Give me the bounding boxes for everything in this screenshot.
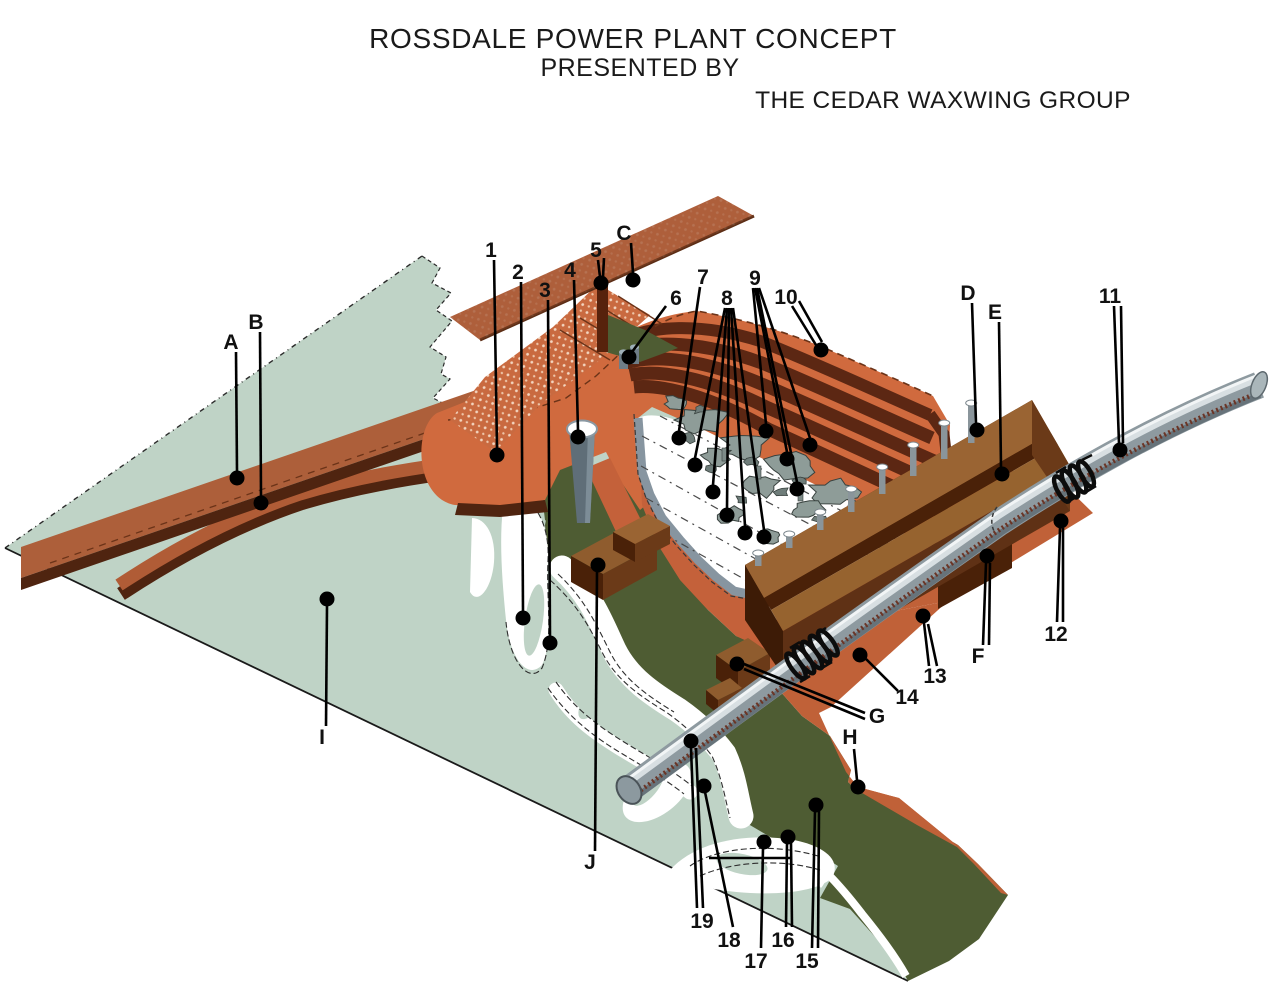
svg-text:A: A [223, 331, 238, 354]
svg-text:16: 16 [771, 929, 794, 952]
svg-text:17: 17 [744, 950, 767, 973]
svg-text:14: 14 [895, 686, 919, 709]
svg-text:12: 12 [1044, 623, 1067, 646]
svg-text:D: D [960, 282, 975, 305]
svg-text:3: 3 [539, 279, 551, 302]
svg-text:ROSSDALE POWER PLANT CONCEPT: ROSSDALE POWER PLANT CONCEPT [369, 23, 897, 54]
svg-text:PRESENTED BY: PRESENTED BY [540, 54, 739, 82]
svg-text:6: 6 [670, 287, 682, 310]
svg-text:2: 2 [512, 261, 524, 284]
svg-text:4: 4 [564, 259, 576, 282]
svg-text:E: E [988, 301, 1002, 324]
svg-text:C: C [616, 222, 631, 245]
svg-text:5: 5 [590, 239, 602, 262]
svg-text:1: 1 [485, 239, 497, 262]
svg-text:19: 19 [690, 910, 713, 933]
svg-text:13: 13 [923, 665, 946, 688]
svg-text:7: 7 [697, 266, 709, 289]
svg-text:THE CEDAR WAXWING GROUP: THE CEDAR WAXWING GROUP [755, 87, 1131, 114]
svg-text:G: G [869, 705, 885, 728]
svg-text:B: B [248, 311, 263, 334]
svg-text:11: 11 [1099, 285, 1122, 308]
svg-text:J: J [584, 851, 596, 874]
svg-text:9: 9 [749, 267, 761, 290]
svg-text:8: 8 [721, 287, 733, 310]
svg-text:H: H [842, 726, 857, 749]
svg-text:15: 15 [795, 950, 819, 973]
svg-text:F: F [972, 645, 985, 668]
svg-text:I: I [319, 726, 325, 749]
svg-text:18: 18 [717, 929, 741, 952]
svg-text:10: 10 [774, 286, 797, 309]
